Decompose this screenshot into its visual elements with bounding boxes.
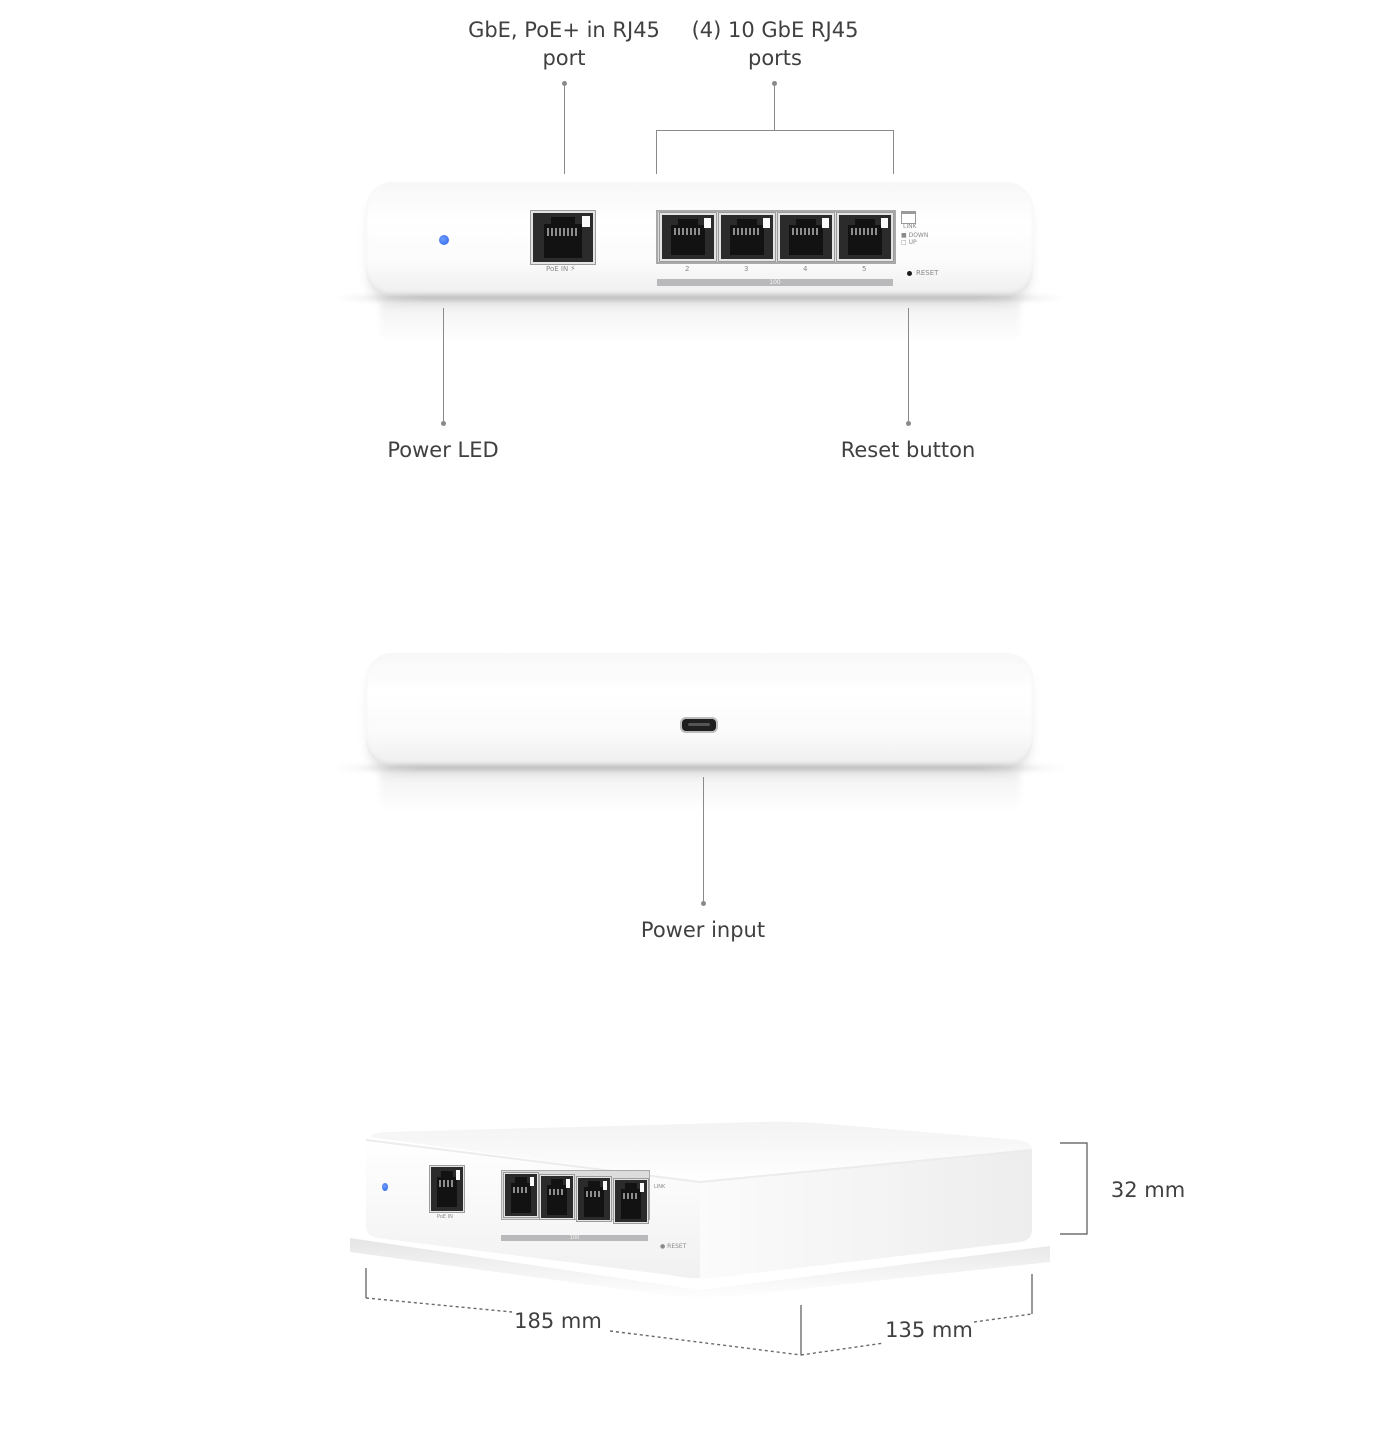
depth-dim-line-a [800, 1342, 885, 1356]
callout-ports: (4) 10 GbE RJ45 ports [675, 16, 875, 72]
port-5 [837, 213, 893, 261]
port-2 [660, 213, 716, 261]
port-4 [778, 213, 834, 261]
callout-ports-line2: ports [748, 46, 802, 70]
callout-ports-line1: (4) 10 GbE RJ45 [691, 18, 859, 42]
perspective-poe-port [430, 1166, 464, 1212]
width-dim-line-a [365, 1297, 513, 1313]
device-rear-shadow [336, 765, 1064, 771]
legend-up: □ UP [901, 239, 917, 246]
legend-down: ■ DOWN [901, 232, 929, 239]
perspective-top-face [370, 1121, 1032, 1182]
perspective-port-4 [577, 1177, 611, 1221]
bolt-icon: ⚡ [570, 264, 576, 273]
width-dim-line-b [609, 1330, 802, 1356]
power-led-icon [439, 235, 449, 245]
height-bracket [1060, 1142, 1088, 1235]
speed-bar: 100 [657, 279, 893, 286]
leader-dot-poe [562, 81, 567, 86]
perspective-port-2 [504, 1173, 538, 1217]
bracket-horizontal [656, 130, 894, 131]
perspective-speed-label: 100 [569, 1235, 580, 1241]
perspective-reset-label: ● RESET [660, 1243, 687, 1250]
port-number-3: 3 [744, 265, 749, 273]
depth-dim-line-b [973, 1313, 1033, 1323]
device-rear-view [366, 653, 1033, 766]
speed-bar-label: 100 [769, 279, 781, 286]
perspective-floor-shadow [350, 1238, 1050, 1300]
leader-line-ports [774, 84, 775, 131]
dimension-height: 32 mm [1110, 1178, 1186, 1202]
perspective-legend: LINK [654, 1184, 666, 1190]
leader-line-power-input [703, 777, 704, 903]
device-front-shadow [336, 295, 1064, 301]
bracket-right [893, 130, 894, 174]
dimension-width: 185 mm [514, 1309, 602, 1333]
usb-c-port-icon [680, 717, 718, 733]
leader-dot-power-input [701, 901, 706, 906]
leader-line-poe [564, 84, 565, 174]
callout-poe-port-line2: port [542, 46, 586, 70]
perspective-poe-label: PoE IN [437, 1214, 453, 1220]
port-3 [719, 213, 775, 261]
leader-line-power-led [443, 308, 444, 423]
device-front-reflection [380, 302, 1020, 342]
poe-in-label: PoE IN [546, 265, 569, 273]
port-number-2: 2 [685, 265, 690, 273]
perspective-speed-bar: 100 [501, 1235, 648, 1241]
port-number-4: 4 [803, 265, 808, 273]
perspective-port-3 [540, 1175, 574, 1219]
reset-hole-icon [907, 271, 912, 276]
leader-dot-reset [906, 421, 911, 426]
poe-in-port [531, 211, 595, 264]
link-legend-icon [901, 211, 916, 224]
callout-power-input: Power input [640, 918, 766, 942]
bracket-left [656, 130, 657, 174]
port-number-5: 5 [862, 265, 867, 273]
perspective-port-5 [614, 1179, 648, 1223]
legend-link: LINK [903, 223, 917, 230]
leader-line-reset [908, 308, 909, 423]
perspective-power-led-icon [382, 1183, 388, 1191]
leader-dot-ports [772, 81, 777, 86]
callout-reset-button: Reset button [840, 438, 976, 462]
callout-poe-port: GbE, PoE+ in RJ45 port [454, 16, 674, 72]
reset-label: RESET [916, 269, 939, 277]
callout-power-led: Power LED [387, 438, 499, 462]
dimension-depth: 135 mm [885, 1318, 973, 1342]
perspective-side-face [700, 1150, 1032, 1279]
leader-dot-power-led [441, 421, 446, 426]
callout-poe-port-line1: GbE, PoE+ in RJ45 [468, 18, 660, 42]
device-rear-reflection [380, 772, 1020, 812]
